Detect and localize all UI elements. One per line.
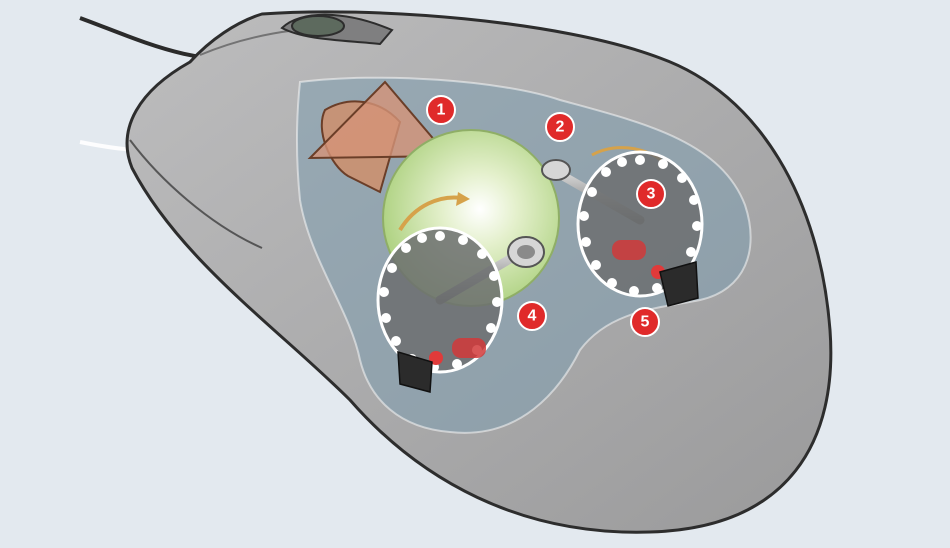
marker-1-label: 1 [437, 102, 446, 119]
encoder-slots-upper [579, 155, 702, 296]
scroll-wheel [280, 13, 394, 46]
encoder-wheel-upper [541, 146, 704, 298]
marker-3: 3 [636, 179, 666, 209]
marker-2-label: 2 [556, 119, 565, 136]
photo-sensor-upper [659, 261, 699, 307]
marker-4-label: 4 [528, 308, 537, 325]
marker-5-label: 5 [641, 314, 650, 331]
marker-4: 4 [517, 301, 547, 331]
marker-1: 1 [426, 95, 456, 125]
marker-3-label: 3 [647, 186, 656, 203]
photo-sensor-lower [397, 350, 433, 393]
roller-component [307, 80, 451, 194]
marker-2: 2 [545, 112, 575, 142]
marker-5: 5 [630, 307, 660, 337]
